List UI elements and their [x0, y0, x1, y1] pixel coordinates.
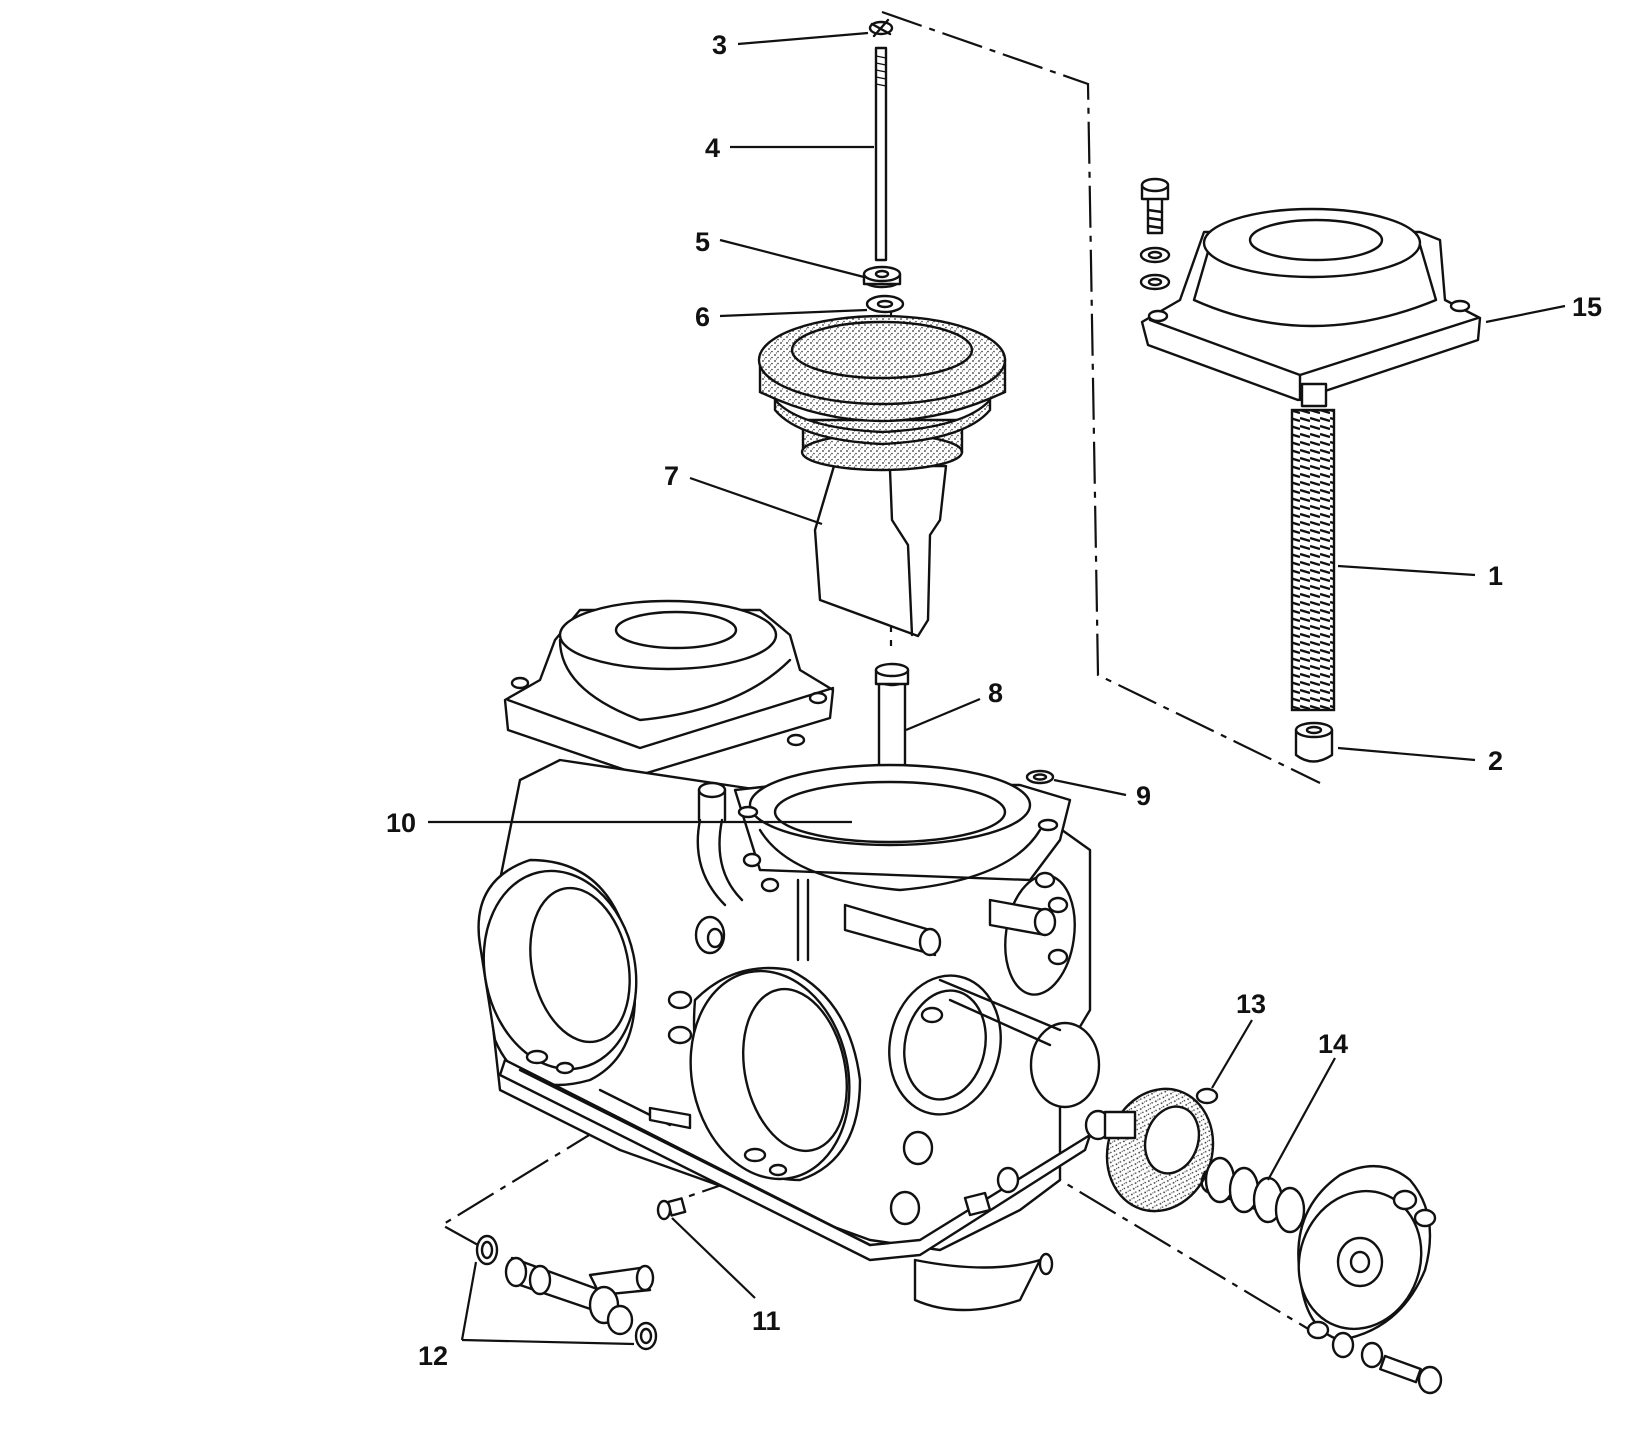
part-3-clip: [868, 18, 894, 38]
callout-9: 9: [1136, 781, 1151, 811]
callout-4: 4: [705, 133, 720, 163]
enrichener-cover: [1297, 1164, 1437, 1342]
callout-1: 1: [1488, 561, 1503, 591]
leader-lines: [428, 31, 1566, 1346]
callout-15: 15: [1572, 292, 1602, 322]
part-12-fitting: [475, 1234, 658, 1351]
carburetor-body-assembly: [477, 599, 1101, 1312]
part-1-spring: [1290, 382, 1336, 712]
part-2-spring-seat: [1294, 721, 1334, 763]
callout-6: 6: [695, 302, 710, 332]
part-4-jet-needle: [874, 46, 888, 262]
part-6-washer: [865, 294, 905, 314]
part-7-diaphragm-piston: [757, 314, 1007, 638]
callout-8: 8: [988, 678, 1003, 708]
part-5-needle-holder: [862, 265, 902, 289]
part-14-spring: [1200, 1156, 1306, 1234]
callout-13: 13: [1236, 989, 1266, 1019]
callout-5: 5: [695, 227, 710, 257]
callout-3: 3: [712, 30, 727, 60]
callout-12: 12: [418, 1341, 448, 1371]
callout-7: 7: [664, 461, 679, 491]
callout-11: 11: [752, 1306, 781, 1336]
callout-10: 10: [386, 808, 416, 838]
part-15-top-cover: [1140, 207, 1482, 402]
cover-screw-set: [1139, 177, 1171, 291]
part-11-screw: [656, 1197, 687, 1221]
callout-14: 14: [1318, 1029, 1348, 1059]
callout-labels: 1 2 3 4 5 6 7 8 9 10 11 12 13 14 15: [386, 30, 1602, 1371]
cover-screw-bottom: [1331, 1331, 1443, 1395]
callout-2: 2: [1488, 746, 1503, 776]
part-9-o-ring: [1025, 769, 1055, 785]
part-13-enrichener-diaphragm: [1084, 1087, 1219, 1213]
